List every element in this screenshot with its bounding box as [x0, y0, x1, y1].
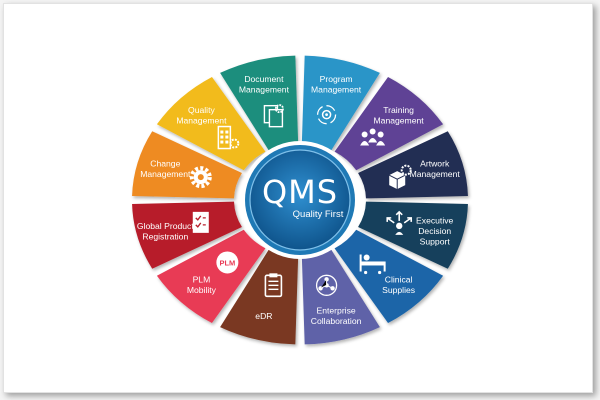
segment-label-executive-decision-support: Support — [420, 237, 451, 247]
segment-label-global-product-registration: Global Product — [137, 221, 194, 231]
segment-label-executive-decision-support: Decision — [418, 226, 451, 236]
segment-label-artwork-management: Artwork — [420, 159, 450, 169]
segment-shape-clinical-supplies — [334, 229, 444, 324]
segment-shape-global-product-registration — [132, 201, 242, 269]
segment-shape-plm-mobility — [156, 229, 266, 324]
segment-label-plm-mobility: Mobility — [187, 285, 217, 295]
segment-label-program-management: Program — [320, 74, 353, 84]
segment-label-clinical-supplies: Supplies — [382, 285, 415, 295]
segment-shape-change-management — [132, 131, 242, 199]
documents-icon — [263, 104, 284, 128]
segment-label-training-management: Training — [383, 105, 414, 115]
segments-group: ProgramManagementTrainingManagementArtwo… — [132, 55, 468, 345]
logo-inner-disc — [249, 149, 351, 251]
team-icon — [360, 128, 386, 146]
segment-label-enterprise-collaboration: Enterprise — [317, 306, 356, 316]
segment-label-training-management: Management — [374, 115, 425, 125]
segment-shape-quality-management — [156, 76, 266, 171]
segment-shape-artwork-management — [358, 131, 468, 199]
segment-label-clinical-supplies: Clinical — [385, 275, 413, 285]
segment-shape-training-management — [334, 76, 444, 171]
segment-label-quality-management: Quality — [188, 105, 215, 115]
segment-label-artwork-management: Management — [410, 169, 461, 179]
building-gear-icon — [217, 125, 240, 150]
clipboard-icon — [264, 273, 283, 298]
box-gear-icon — [388, 164, 412, 190]
gear-icon — [189, 166, 212, 189]
segment-edr: eDR — [220, 249, 299, 345]
decision-arrows-icon — [386, 210, 413, 235]
segment-shape-edr — [220, 249, 299, 345]
gears-cycle-icon — [316, 105, 337, 125]
logo-tagline: Quality First — [293, 209, 344, 220]
segment-label-change-management: Management — [140, 169, 191, 179]
segment-label-quality-management: Management — [176, 115, 227, 125]
logo-title: QMS — [262, 173, 338, 211]
segment-label-document-management: Document — [244, 74, 284, 84]
hospital-bed-icon — [359, 254, 386, 275]
segment-shape-executive-decision-support — [358, 201, 468, 269]
segment-label-document-management: Management — [239, 84, 290, 94]
segment-label-enterprise-collaboration: Collaboration — [311, 316, 362, 326]
network-icon — [315, 274, 338, 296]
checklist-icon — [192, 211, 209, 233]
segment-label-executive-decision-support: Executive — [416, 216, 453, 226]
segment-label-plm-mobility: PLM — [193, 275, 211, 285]
segment-label-change-management: Change — [150, 159, 180, 169]
plm-badge-icon: PLM — [216, 251, 239, 274]
center-logo: QMS Quality First — [241, 141, 359, 259]
segment-label-program-management: Management — [311, 84, 362, 94]
plm-badge-text: PLM — [219, 258, 235, 267]
segment-shape-program-management — [301, 55, 380, 151]
segment-label-global-product-registration: Registration — [142, 231, 188, 241]
segment-shape-enterprise-collaboration — [301, 249, 380, 345]
segment-label-edr: eDR — [255, 311, 272, 321]
